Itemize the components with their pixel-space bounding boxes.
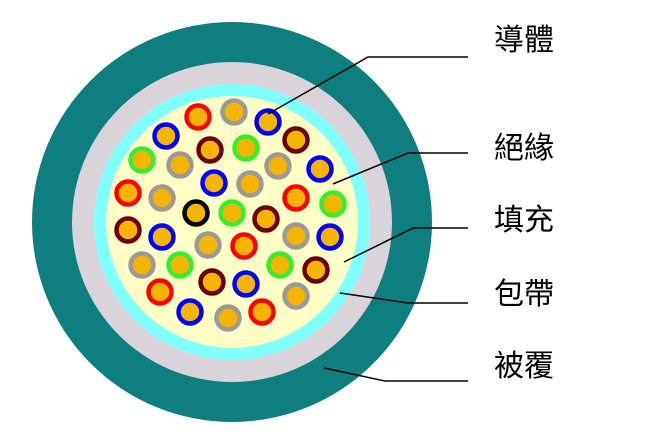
insulated-core-4 [152, 122, 180, 150]
insulated-core-24 [316, 223, 344, 251]
insulated-core-15 [236, 170, 264, 198]
insulated-core-37 [248, 298, 276, 326]
insulated-cores [114, 98, 347, 332]
insulated-core-21 [218, 199, 246, 227]
insulated-core-12 [114, 179, 142, 207]
insulated-core-35 [176, 298, 204, 326]
insulated-core-14 [200, 169, 228, 197]
insulated-core-6 [232, 134, 260, 162]
insulated-core-25 [128, 251, 156, 279]
insulated-core-19 [148, 223, 176, 251]
conductor-label: 導體 [494, 23, 554, 58]
wrapping-tape-label: 包帶 [494, 277, 554, 312]
sheath-label: 被覆 [494, 349, 554, 384]
insulated-core-9 [166, 151, 194, 179]
insulated-core-18 [114, 216, 142, 244]
insulated-core-11 [306, 155, 334, 183]
leader-lines [267, 56, 468, 382]
insulated-core-32 [198, 268, 226, 296]
insulated-core-23 [282, 222, 310, 250]
filler-label: 填充 [494, 203, 554, 238]
insulated-core-31 [146, 278, 174, 306]
insulated-core-28 [230, 232, 258, 260]
insulated-core-8 [128, 146, 156, 174]
insulated-core-1 [184, 103, 212, 131]
leader-line-filler [343, 227, 468, 263]
insulated-core-30 [302, 256, 330, 284]
insulated-core-16 [282, 184, 310, 212]
leader-line-wrapping-tape [339, 292, 468, 304]
insulated-core-2 [220, 98, 248, 126]
insulated-core-13 [148, 184, 176, 212]
insulated-core-27 [194, 231, 222, 259]
leader-line-insulation [332, 152, 468, 185]
insulated-core-5 [196, 136, 224, 164]
insulated-core-22 [252, 205, 280, 233]
insulated-core-7 [282, 126, 310, 154]
insulated-core-33 [232, 270, 260, 298]
insulated-core-17 [319, 190, 347, 218]
insulated-core-3 [254, 108, 282, 136]
insulated-core-36 [214, 304, 242, 332]
insulated-core-26 [166, 251, 194, 279]
insulated-core-29 [266, 251, 294, 279]
insulated-core-10 [264, 152, 292, 180]
leader-line-sheath [323, 367, 468, 382]
insulated-core-34 [282, 282, 310, 310]
leader-line-conductor [267, 56, 468, 115]
insulated-core-20 [182, 199, 210, 227]
insulation-label: 絕緣 [494, 131, 554, 166]
